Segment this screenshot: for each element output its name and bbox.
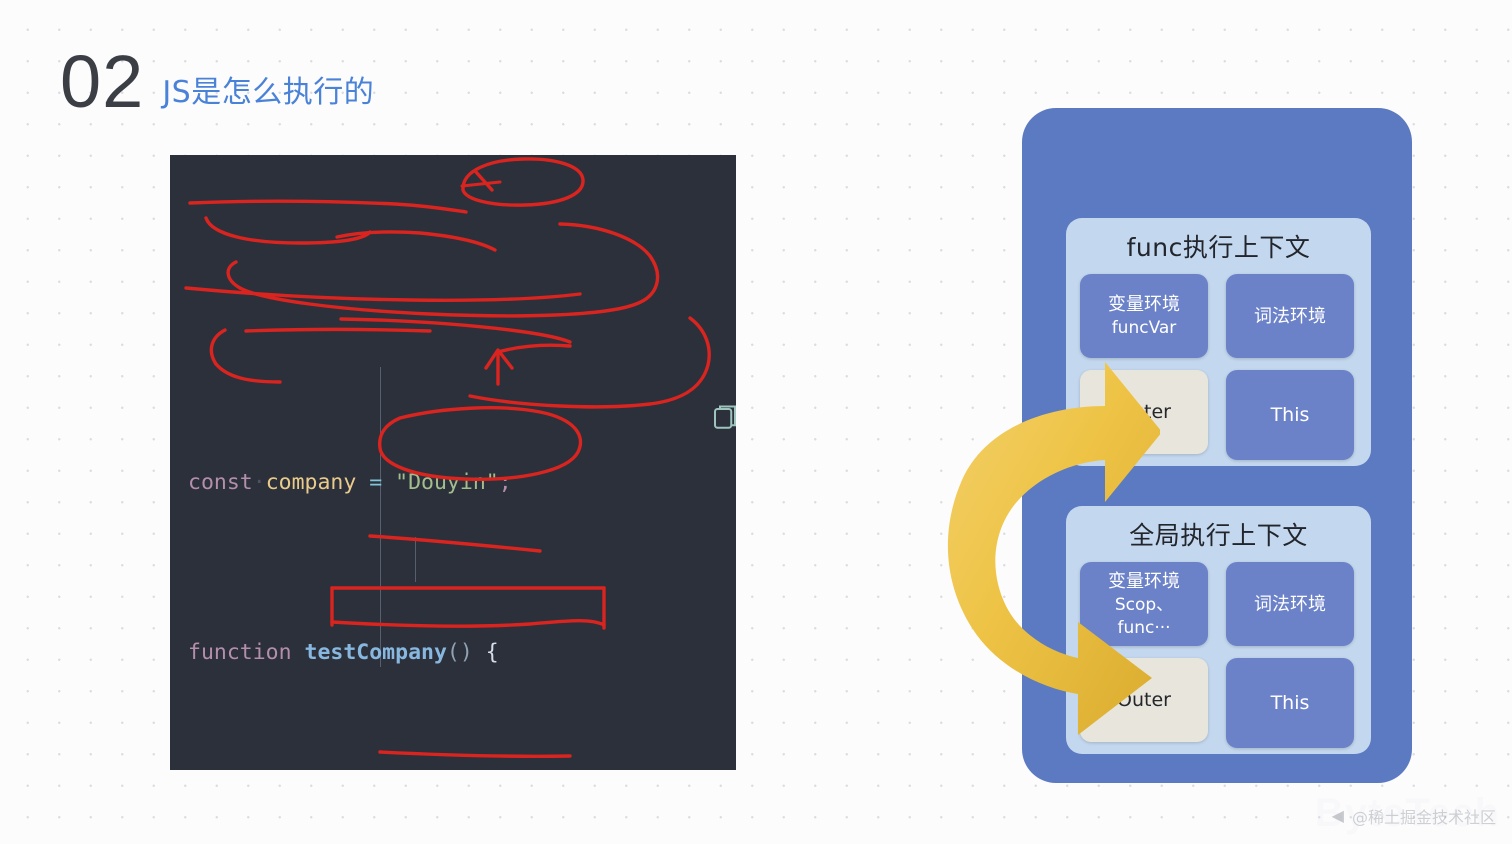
watermark-logo: ByteTech (1314, 791, 1500, 835)
indent-guide (380, 367, 381, 667)
global-variable-environment-value1: Scop、 (1114, 594, 1174, 615)
global-this-label: This (1270, 692, 1310, 714)
func-variable-environment-label: 变量环境 (1108, 294, 1180, 315)
global-variable-environment-value2: func··· (1117, 617, 1171, 638)
func-lexical-environment-label: 词法环境 (1254, 305, 1326, 327)
global-execution-context-panel: 全局执行上下文 变量环境 Scop、 func··· 词法环境 Outer Th… (1066, 506, 1371, 754)
page-header: 02 JS是怎么执行的 (60, 40, 375, 123)
code-lines: const·company = "Douyin"; function testC… (170, 155, 736, 770)
func-this-box[interactable]: This (1226, 370, 1354, 460)
play-left-icon: ◀ (1331, 808, 1344, 825)
global-context-grid: 变量环境 Scop、 func··· 词法环境 Outer This (1066, 562, 1371, 748)
func-variable-environment-box[interactable]: 变量环境 funcVar (1080, 274, 1208, 358)
code-line: function testCompany() { (188, 639, 499, 665)
page-title: JS是怎么执行的 (162, 75, 375, 111)
global-variable-environment-box[interactable]: 变量环境 Scop、 func··· (1080, 562, 1208, 646)
copy-icon[interactable] (710, 403, 736, 435)
func-outer-box[interactable]: Outer (1080, 370, 1208, 454)
section-number: 02 (60, 40, 145, 123)
func-lexical-environment-box[interactable]: 词法环境 (1226, 274, 1354, 358)
func-execution-context-panel: func执行上下文 变量环境 funcVar 词法环境 Outer This (1066, 218, 1371, 466)
global-context-title: 全局执行上下文 (1129, 521, 1308, 550)
global-lexical-environment-label: 词法环境 (1254, 593, 1326, 615)
code-line: const·company = "Douyin"; (188, 469, 512, 495)
func-context-title: func执行上下文 (1126, 233, 1311, 262)
global-this-box[interactable]: This (1226, 658, 1354, 748)
code-block: const·company = "Douyin"; function testC… (170, 155, 736, 770)
global-lexical-environment-box[interactable]: 词法环境 (1226, 562, 1354, 646)
func-outer-label: Outer (1117, 401, 1171, 423)
global-outer-box[interactable]: Outer (1080, 658, 1208, 742)
watermark: ◀ @稀土掘金技术社区 (1332, 804, 1496, 828)
func-variable-environment-value: funcVar (1111, 318, 1177, 338)
execution-context-diagram: func执行上下文 变量环境 funcVar 词法环境 Outer This 全… (1022, 108, 1412, 783)
indent-guide (415, 537, 416, 582)
watermark-handle: @稀土掘金技术社区 (1351, 808, 1496, 827)
global-outer-label: Outer (1117, 689, 1171, 711)
global-variable-environment-label: 变量环境 (1108, 570, 1180, 592)
func-this-label: This (1270, 404, 1310, 426)
func-context-grid: 变量环境 funcVar 词法环境 Outer This (1066, 274, 1371, 460)
